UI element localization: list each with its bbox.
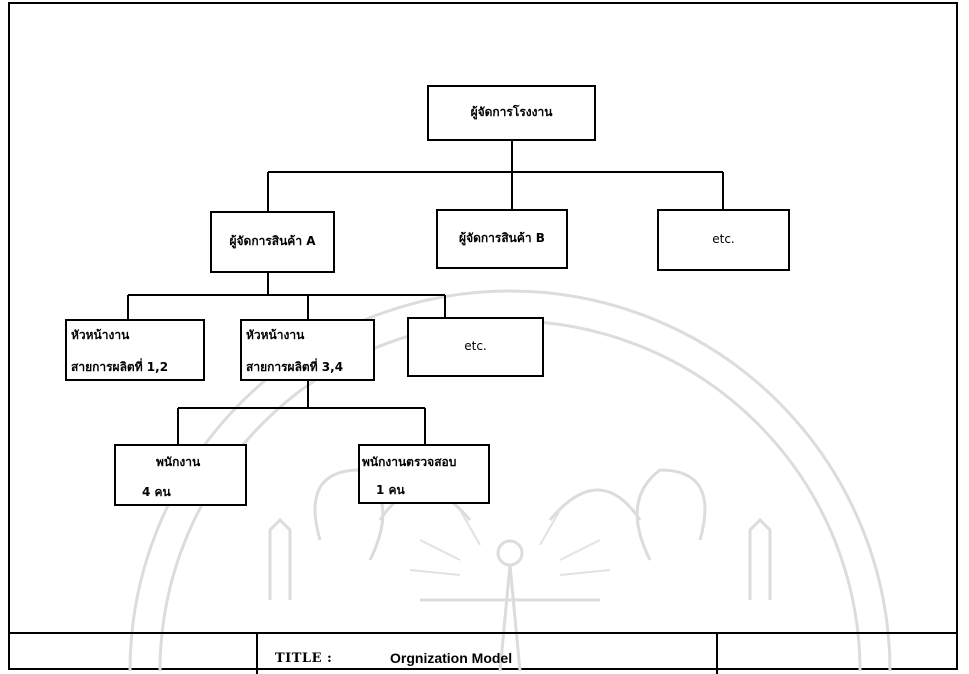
node-label: ผู้จัดการสินค้า A	[229, 234, 316, 249]
node-label: etc.	[712, 232, 735, 247]
node-label: ผู้จัดการสินค้า B	[459, 231, 545, 246]
node-label-line1: หัวหน้างาน	[71, 328, 130, 342]
node-label-line2: 1 คน	[376, 483, 405, 497]
title-label: TITLE :	[275, 651, 333, 666]
node-staff: พนักงาน 4 คน	[114, 444, 247, 506]
node-label-line1: พนักงาน	[156, 455, 201, 469]
node-supervisor-line-1-2: หัวหน้างาน สายการผลิตที่ 1,2	[65, 319, 205, 381]
node-label-line2: สายการผลิตที่ 3,4	[246, 360, 344, 374]
node-label-line1: พนักงานตรวจสอบ	[362, 455, 457, 469]
node-plant-manager: ผู้จัดการโรงงาน	[427, 85, 596, 141]
node-label: ผู้จัดการโรงงาน	[470, 105, 553, 120]
title-block-cell-right	[718, 634, 956, 674]
node-etc-level2: etc.	[657, 209, 790, 271]
node-label-line1: หัวหน้างาน	[246, 328, 305, 342]
node-inspector: พนักงานตรวจสอบ 1 คน	[358, 444, 490, 504]
node-product-manager-a: ผู้จัดการสินค้า A	[210, 211, 335, 273]
node-supervisor-line-3-4: หัวหน้างาน สายการผลิตที่ 3,4	[240, 319, 375, 381]
node-product-manager-b: ผู้จัดการสินค้า B	[436, 209, 568, 269]
node-etc-level3: etc.	[407, 317, 544, 377]
node-label: etc.	[464, 339, 487, 354]
title-value: Orgnization Model	[390, 650, 513, 666]
title-block-cell-center	[258, 634, 718, 674]
title-block	[8, 632, 958, 674]
node-label-line2: สายการผลิตที่ 1,2	[71, 360, 169, 374]
node-label-line2: 4 คน	[142, 485, 171, 499]
title-block-cell-left	[8, 634, 258, 674]
